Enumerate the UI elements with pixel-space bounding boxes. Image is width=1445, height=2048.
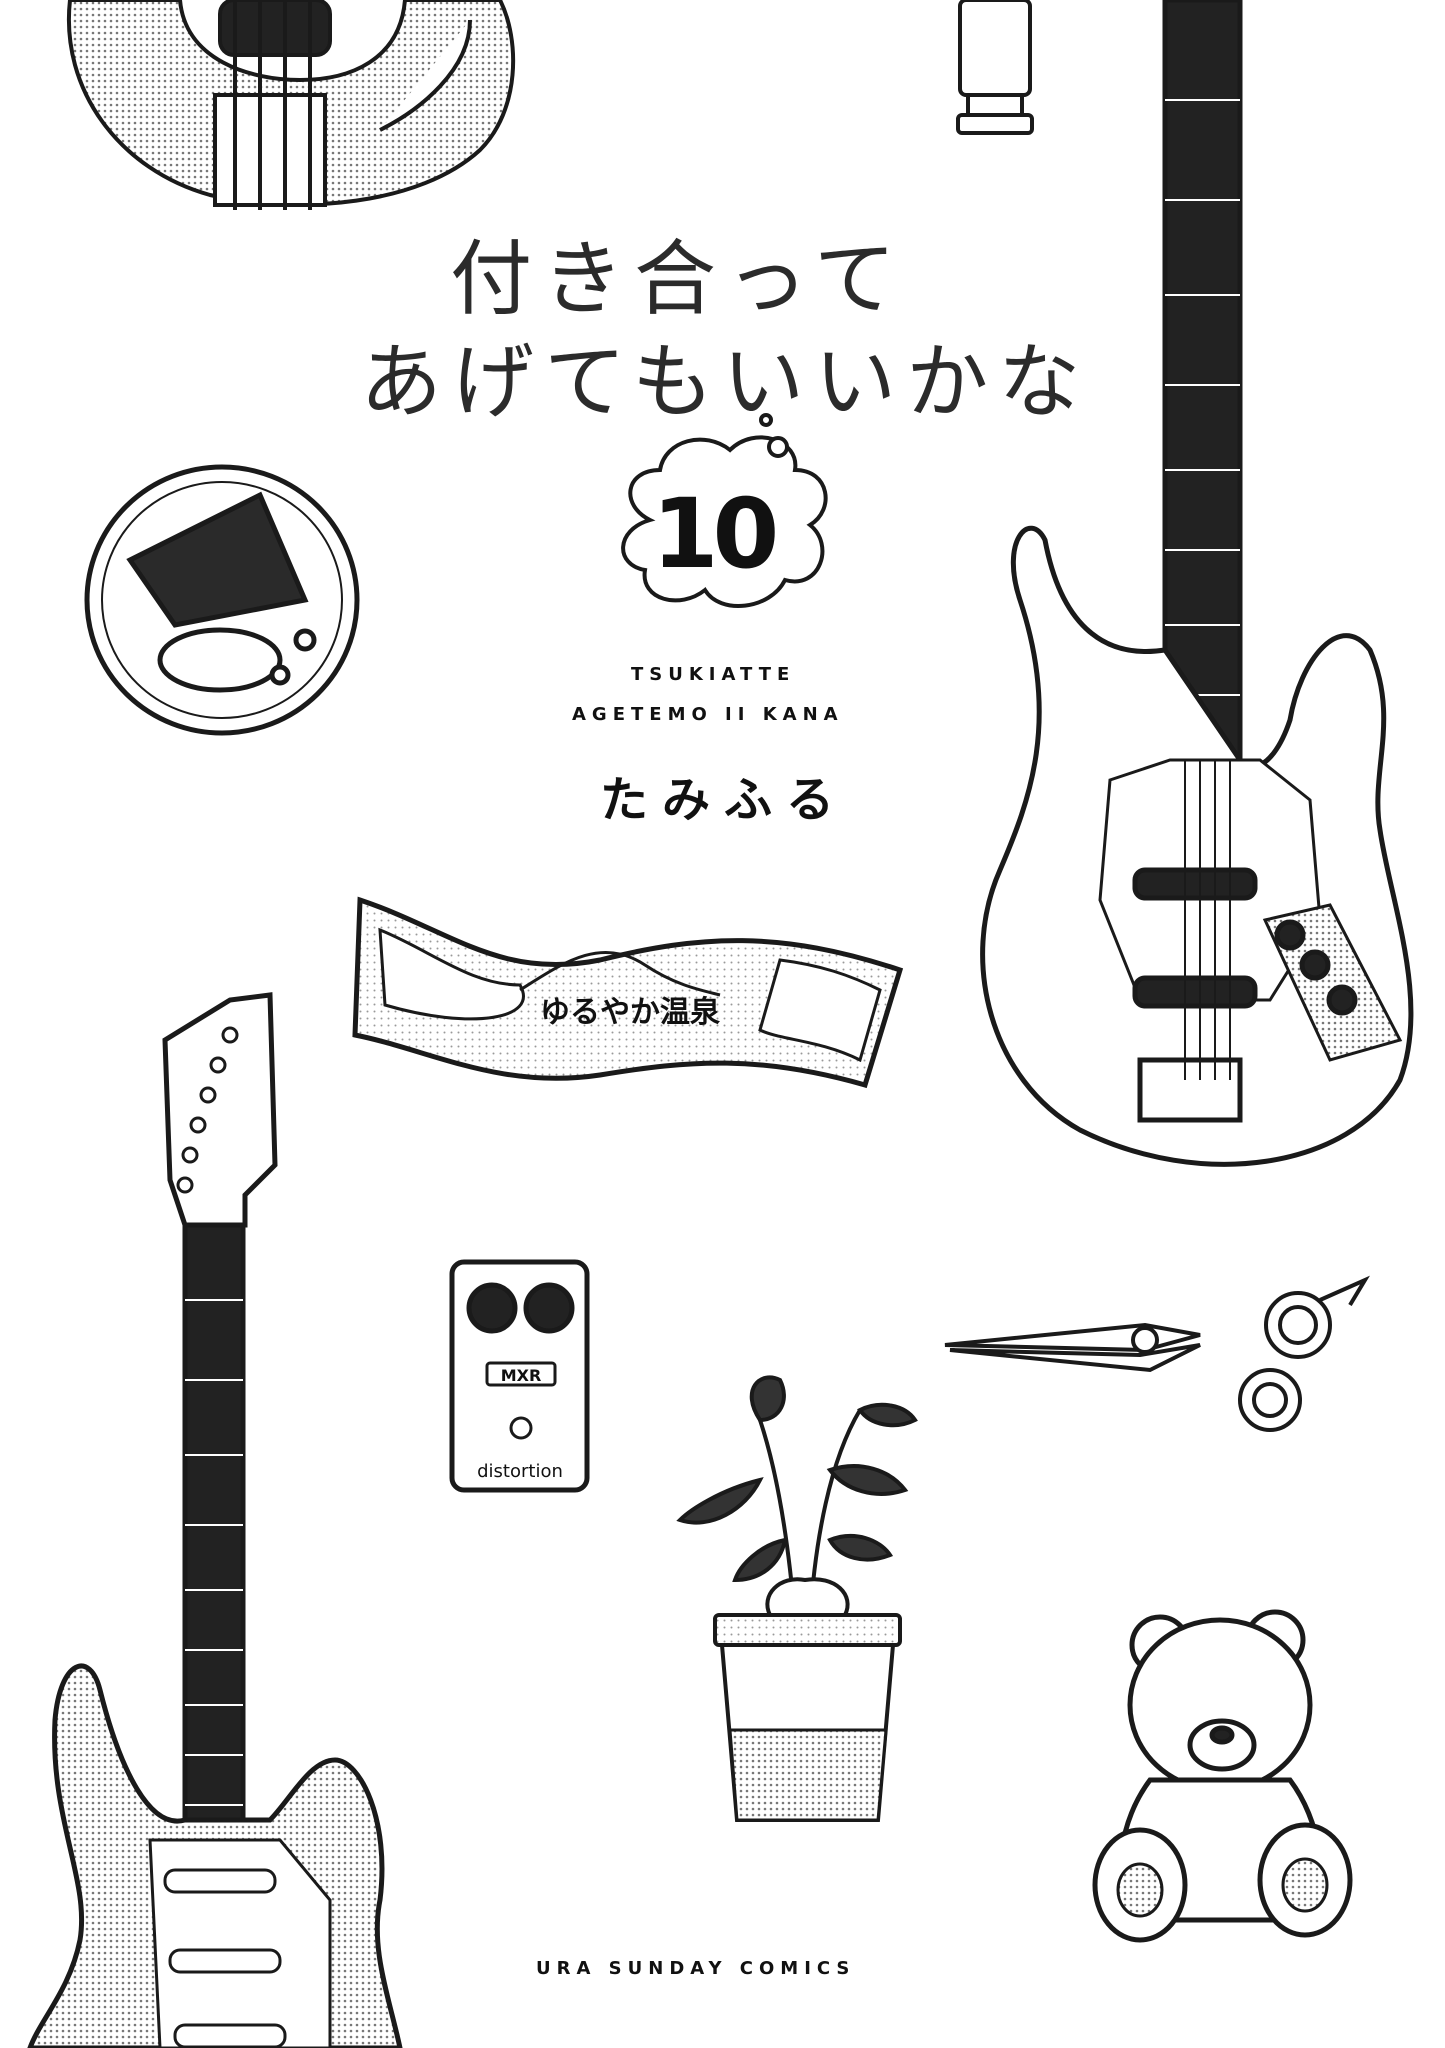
title-line-1: 付き合って — [450, 232, 906, 327]
electric-guitar-left — [27, 992, 403, 2048]
distortion-pedal-illustration: MXR distortion — [449, 1259, 590, 1493]
volume-number: 10 — [651, 478, 780, 590]
pedal-label: distortion — [477, 1461, 563, 1482]
potted-plant-illustration — [676, 1375, 918, 1822]
volume-cloud — [621, 413, 828, 608]
romanized-title-line-2: AGETEMO II KANA — [572, 704, 844, 725]
teddy-bear-illustration — [1092, 1609, 1353, 1943]
cake-plate-illustration — [84, 464, 360, 736]
towel-text: ゆるやか温泉 — [540, 995, 720, 1030]
author-name: たみふる — [600, 772, 849, 828]
bass-body-top-left — [66, 0, 516, 210]
tube-illustration — [956, 0, 1034, 135]
bass-guitar-right — [980, 0, 1414, 1167]
onsen-towel-illustration: ゆるやか温泉 — [352, 896, 904, 1089]
title-line-2: あげてもいいかな — [360, 335, 1091, 430]
imprint-label: URA SUNDAY COMICS — [536, 1958, 856, 1979]
pedal-brand: MXR — [501, 1366, 542, 1385]
romanized-title-line-1: TSUKIATTE — [631, 664, 796, 685]
scissors-illustration — [944, 1275, 1370, 1432]
